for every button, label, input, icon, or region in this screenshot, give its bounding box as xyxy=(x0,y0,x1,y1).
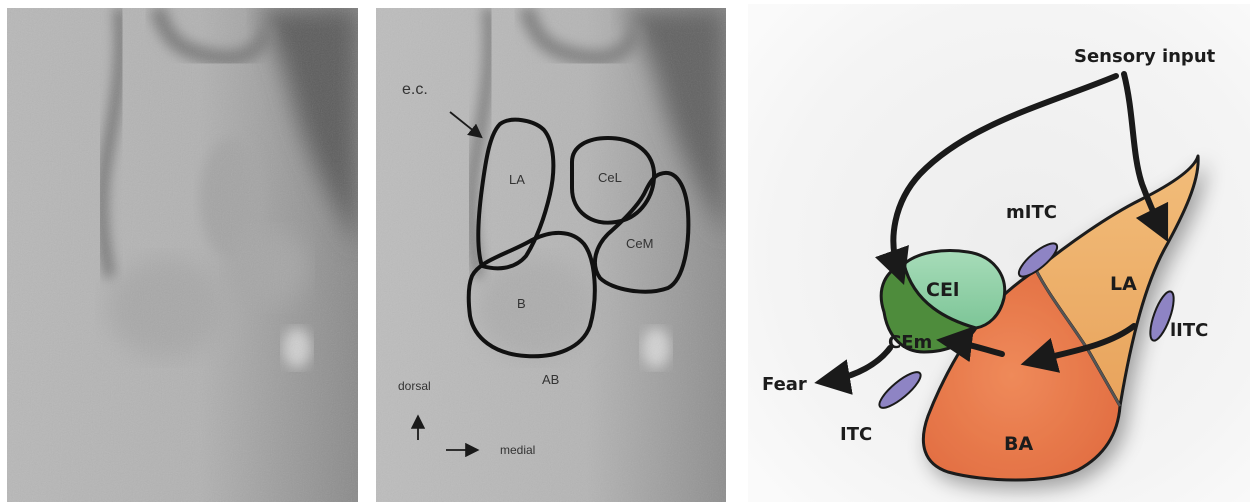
la-label: LA xyxy=(509,172,525,187)
amygdala-schematic: Sensory input mITC lITC ITC CEl CEm LA B… xyxy=(748,4,1250,502)
micrograph-labeled-image: e.c. LA CeL CeM B AB dorsal medial xyxy=(376,8,726,502)
medial-label: medial xyxy=(500,443,535,457)
dorsal-label: dorsal xyxy=(398,379,431,393)
cel-label: CeL xyxy=(598,170,622,185)
fear-label: Fear xyxy=(762,374,807,395)
la-label: LA xyxy=(1110,273,1137,295)
micrograph-labeled-panel: e.c. LA CeL CeM B AB dorsal medial xyxy=(376,8,726,502)
micrograph-unlabeled-image xyxy=(7,8,358,502)
sensory-input-label: Sensory input xyxy=(1074,46,1216,67)
litc-label: lITC xyxy=(1170,320,1208,341)
ba-label: BA xyxy=(1004,433,1033,455)
ec-label: e.c. xyxy=(402,81,428,98)
cem-label: CeM xyxy=(626,236,653,251)
amygdala-schematic-panel: Sensory input mITC lITC ITC CEl CEm LA B… xyxy=(748,4,1250,502)
mitc-label: mITC xyxy=(1006,202,1057,223)
cel-label: CEl xyxy=(926,279,959,301)
itc-label: ITC xyxy=(840,424,872,445)
ab-label: AB xyxy=(542,372,559,387)
cem-label: CEm xyxy=(888,332,932,353)
b-label: B xyxy=(517,296,526,311)
micrograph-unlabeled-panel xyxy=(7,8,358,502)
